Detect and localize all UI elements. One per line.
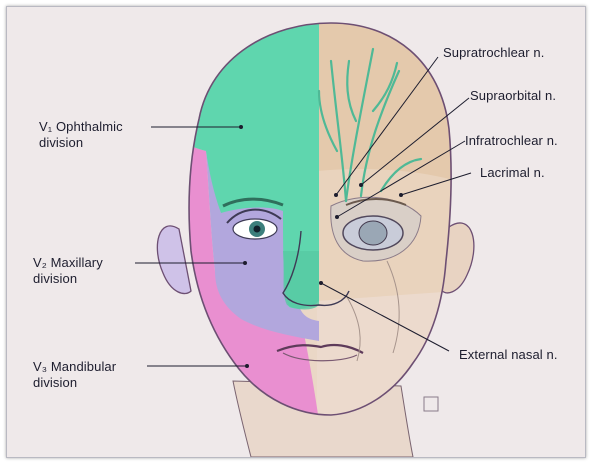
- label-lacrimal: Lacrimal n.: [480, 165, 545, 181]
- label-v2-line1: V₂ Maxillary: [33, 255, 103, 271]
- label-v1-ophthalmic: V₁ Ophthalmic division: [39, 119, 123, 151]
- label-v1-line1: V₁ Ophthalmic: [39, 119, 123, 135]
- left-ear: [157, 226, 191, 294]
- label-v1-line2: division: [39, 135, 123, 151]
- label-v2-line2: division: [33, 271, 103, 287]
- label-v3-line1: V₃ Mandibular: [33, 359, 116, 375]
- label-v3-mandibular: V₃ Mandibular division: [33, 359, 116, 391]
- label-infratrochlear: Infratrochlear n.: [465, 133, 558, 149]
- label-supratrochlear: Supratrochlear n.: [443, 45, 544, 61]
- label-supraorbital: Supraorbital n.: [470, 88, 556, 104]
- artist-mark: [424, 397, 438, 411]
- diagram-frame: V₁ Ophthalmic division V₂ Maxillary divi…: [6, 6, 586, 458]
- label-v2-maxillary: V₂ Maxillary division: [33, 255, 103, 287]
- label-v3-line2: division: [33, 375, 116, 391]
- label-external-nasal: External nasal n.: [459, 347, 558, 363]
